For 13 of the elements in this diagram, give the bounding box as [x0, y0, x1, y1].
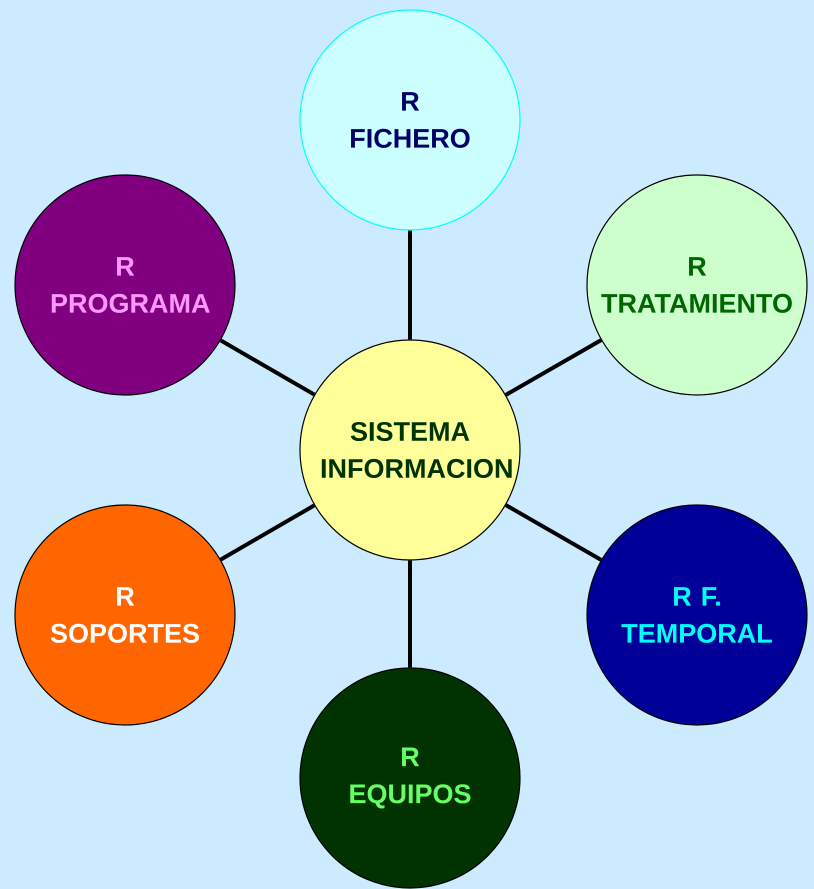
- connector-line: [504, 338, 602, 397]
- circle-node: SISTEMA INFORMACION: [299, 339, 521, 561]
- circle-node: R F. TEMPORAL: [586, 504, 808, 726]
- circle-node: R EQUIPOS: [299, 667, 521, 889]
- circle-node: R SOPORTES: [14, 504, 236, 726]
- circle-node: R TRATAMIENTO: [586, 174, 808, 396]
- connector-line: [504, 503, 602, 562]
- connector-line: [408, 560, 412, 668]
- connector-line: [220, 504, 316, 562]
- circle-node: R FICHERO: [299, 9, 521, 231]
- circle-node: R PROGRAMA: [14, 174, 236, 396]
- connector-line: [408, 230, 412, 340]
- connector-line: [220, 338, 316, 396]
